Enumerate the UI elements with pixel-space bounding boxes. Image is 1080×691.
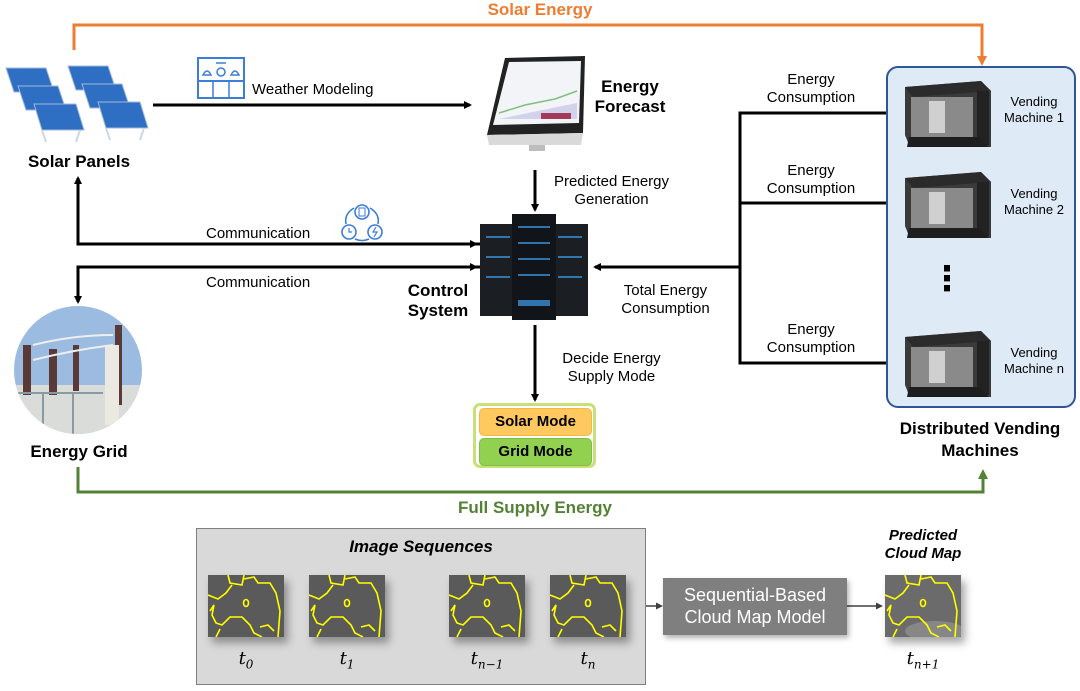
energy-forecast-title: Energy Forecast [594, 77, 666, 116]
server-rack-icon [480, 214, 588, 320]
frame-t1-label: t1 [339, 648, 355, 672]
more-machines-ellipsis: ⋮ [930, 260, 964, 298]
cloud-map-image [208, 575, 284, 637]
energy-consumption-label-n: Energy Consumption [766, 321, 856, 356]
weather-dashboard-icon [197, 57, 245, 99]
total-consumption-label: Total Energy Consumption [621, 282, 710, 317]
full-supply-flow [76, 467, 988, 494]
communication-grid-label: Communication [206, 274, 311, 291]
control-system-title: Control System [407, 281, 469, 320]
frame-tn-minus-1-label: tn−1 [470, 648, 504, 672]
communication-cycle-icon [341, 204, 383, 242]
solar-panels-title: Solar Panels [27, 152, 131, 171]
solar-energy-flow [72, 23, 987, 66]
vending-machine-icon [905, 81, 991, 147]
vending-machine-icon [905, 172, 991, 238]
grid-mode-option[interactable]: Grid Mode [479, 438, 592, 466]
cloud-map-model-block: Sequential-Based Cloud Map Model [663, 578, 847, 635]
frame-t0-label: t0 [238, 648, 254, 672]
solar-energy-label: Solar Energy [487, 0, 593, 19]
decide-mode-label: Decide Energy Supply Mode [562, 350, 661, 385]
cloud-map-image [550, 575, 626, 637]
predicted-generation-label: Predicted Energy Generation [553, 173, 670, 208]
predicted-cloud-map-image [885, 575, 961, 637]
predicted-cloud-map-title: Predicted Cloud Map [884, 527, 962, 562]
solar-panels-icon [5, 65, 149, 143]
frame-tn-label: tn [580, 648, 596, 672]
energy-consumption-label-2: Energy Consumption [766, 162, 856, 197]
communication-solar-label: Communication [206, 225, 311, 242]
supply-mode-selector: Solar Mode Grid Mode [473, 403, 596, 468]
cloud-map-image [449, 575, 525, 637]
vending-machine-1-label: Vending Machine 1 [1004, 94, 1064, 125]
image-sequences-title: Image Sequences [349, 537, 493, 556]
vending-machine-icon [905, 331, 991, 397]
consumption-bus [738, 111, 887, 365]
energy-grid-photo [14, 306, 142, 434]
vending-machine-n-label: Vending Machine n [1004, 345, 1064, 376]
solar-mode-option[interactable]: Solar Mode [479, 408, 592, 436]
full-supply-energy-label: Full Supply Energy [458, 498, 612, 517]
vending-machine-2-label: Vending Machine 2 [1004, 186, 1064, 217]
cloud-map-image [309, 575, 385, 637]
weather-modeling-label: Weather Modeling [252, 81, 374, 98]
frame-tn-plus-1-label: tn+1 [906, 648, 940, 672]
energy-grid-title: Energy Grid [30, 442, 128, 461]
energy-consumption-label-1: Energy Consumption [766, 71, 856, 106]
distributed-vending-title: Distributed Vending Machines [899, 419, 1061, 460]
forecast-monitor-icon [487, 56, 585, 151]
